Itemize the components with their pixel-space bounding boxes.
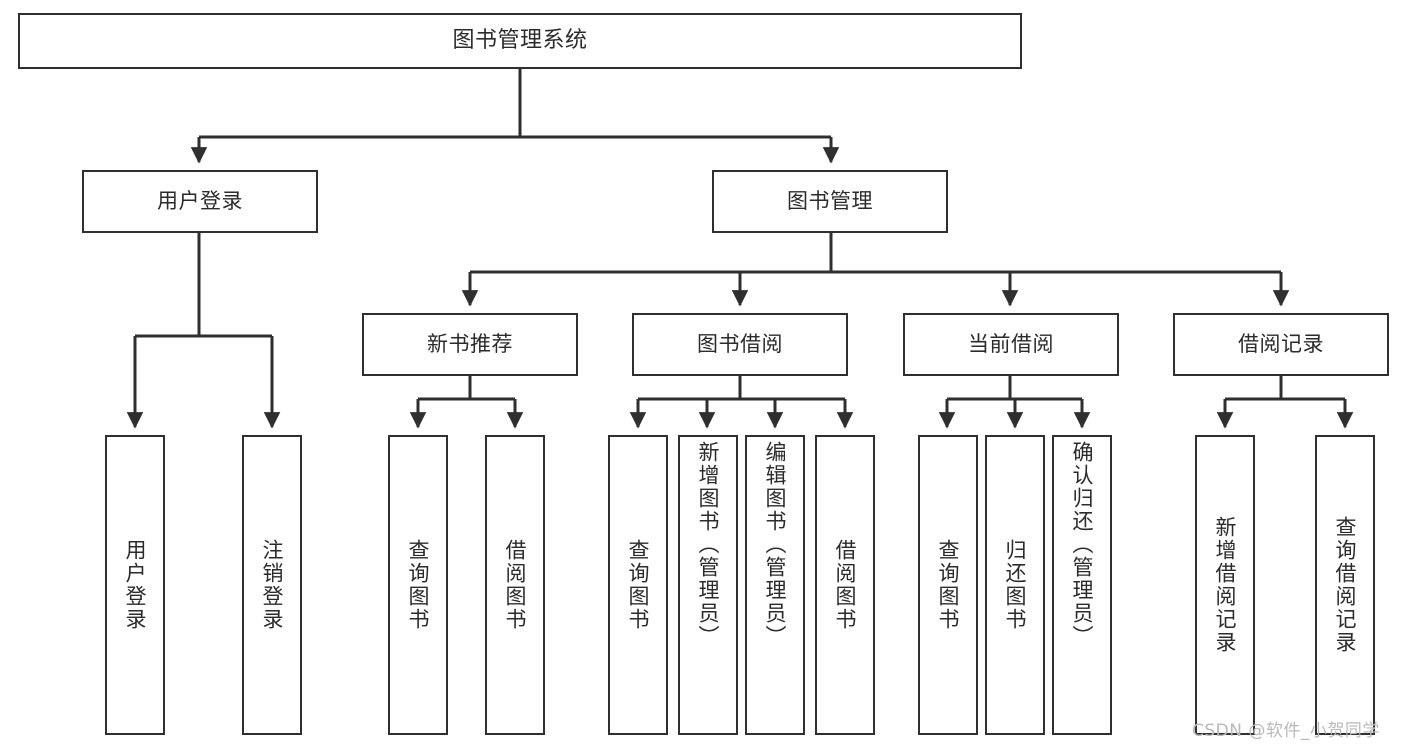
node-root-label: 图书管理系统 [452, 28, 588, 54]
node-leaf-current-query-book-label: 查询图书 [936, 539, 961, 631]
node-leaf-user-login-logout-label: 注销登录 [260, 539, 285, 631]
node-new-book-recommend-label: 新书推荐 [427, 332, 513, 357]
node-leaf-new-book-query-label: 查询图书 [406, 539, 431, 631]
node-current-borrow-label: 当前借阅 [968, 332, 1054, 357]
node-book-management-label: 图书管理 [787, 189, 873, 214]
node-leaf-user-login-login[interactable]: 用户登录 [105, 435, 165, 735]
node-leaf-record-add-label: 新增借阅记录 [1213, 516, 1238, 654]
node-leaf-current-confirm-return-admin-label: 确认归还（管理员） [1070, 441, 1095, 648]
node-leaf-borrow-query-book[interactable]: 查询图书 [608, 435, 668, 735]
node-leaf-current-query-book[interactable]: 查询图书 [918, 435, 978, 735]
node-leaf-new-book-borrow-label: 借阅图书 [503, 539, 528, 631]
node-leaf-borrow-borrow-book-label: 借阅图书 [833, 539, 858, 631]
node-leaf-new-book-borrow[interactable]: 借阅图书 [485, 435, 545, 735]
node-leaf-user-login-logout[interactable]: 注销登录 [242, 435, 302, 735]
node-user-login-label: 用户登录 [157, 189, 243, 214]
node-leaf-record-query[interactable]: 查询借阅记录 [1315, 435, 1375, 735]
node-leaf-record-query-label: 查询借阅记录 [1333, 516, 1358, 654]
node-leaf-record-add[interactable]: 新增借阅记录 [1195, 435, 1255, 735]
node-leaf-borrow-borrow-book[interactable]: 借阅图书 [815, 435, 875, 735]
node-leaf-borrow-edit-book-admin[interactable]: 编辑图书（管理员） [745, 435, 805, 735]
node-current-borrow[interactable]: 当前借阅 [903, 313, 1119, 376]
node-book-management[interactable]: 图书管理 [712, 170, 948, 233]
node-leaf-current-return-book-label: 归还图书 [1003, 539, 1028, 631]
node-new-book-recommend[interactable]: 新书推荐 [362, 313, 578, 376]
node-leaf-borrow-edit-book-admin-label: 编辑图书（管理员） [763, 441, 788, 648]
node-borrow-record[interactable]: 借阅记录 [1173, 313, 1389, 376]
node-leaf-current-return-book[interactable]: 归还图书 [985, 435, 1045, 735]
node-leaf-borrow-query-book-label: 查询图书 [626, 539, 651, 631]
node-leaf-borrow-add-book-admin[interactable]: 新增图书（管理员） [678, 435, 738, 735]
node-leaf-new-book-query[interactable]: 查询图书 [388, 435, 448, 735]
node-root-book-management-system[interactable]: 图书管理系统 [18, 13, 1022, 69]
node-user-login[interactable]: 用户登录 [82, 170, 318, 233]
node-leaf-user-login-login-label: 用户登录 [123, 539, 148, 631]
node-book-borrow-label: 图书借阅 [697, 332, 783, 357]
node-leaf-current-confirm-return-admin[interactable]: 确认归还（管理员） [1052, 435, 1112, 735]
node-book-borrow[interactable]: 图书借阅 [632, 313, 848, 376]
node-leaf-borrow-add-book-admin-label: 新增图书（管理员） [696, 441, 721, 648]
node-borrow-record-label: 借阅记录 [1238, 332, 1324, 357]
